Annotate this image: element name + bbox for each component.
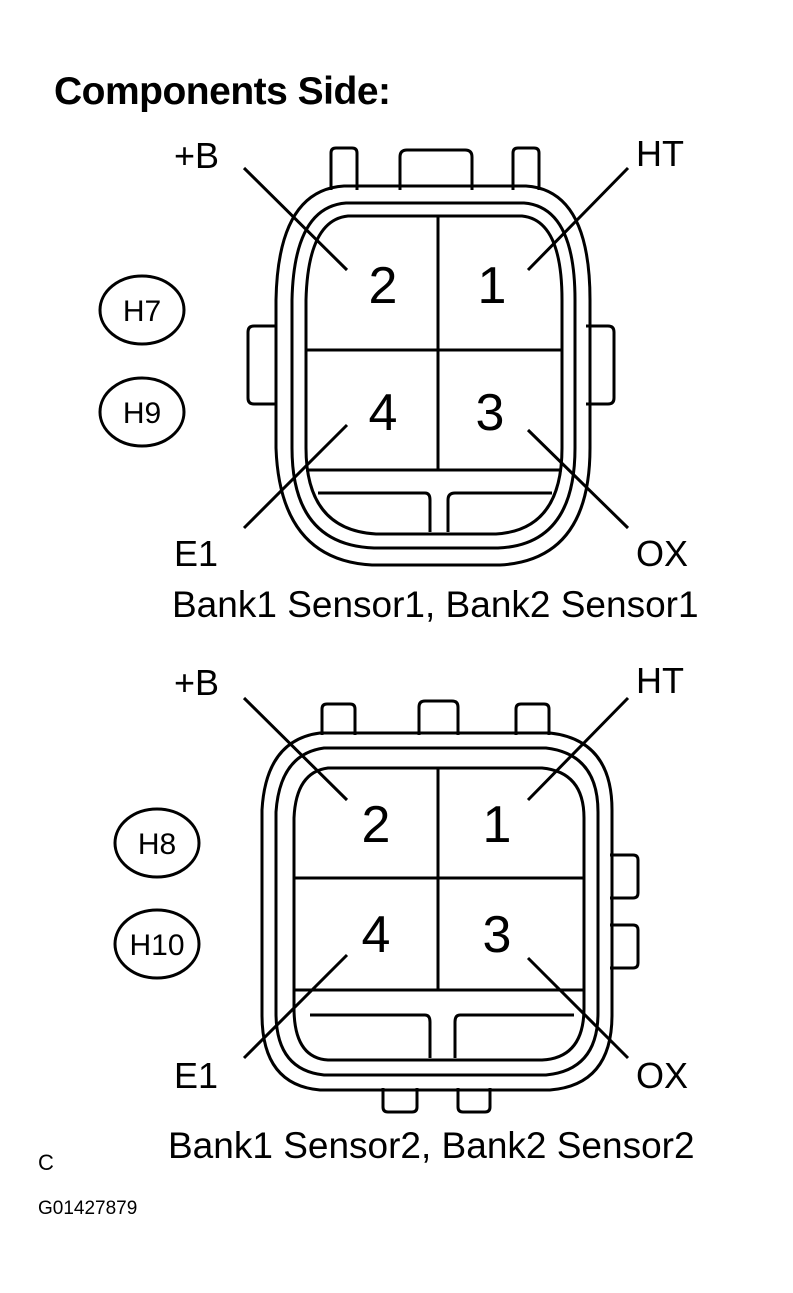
- terminal-label: HT: [636, 660, 684, 701]
- leader-line: [526, 428, 630, 530]
- terminal-label: E1: [174, 1055, 218, 1096]
- pin-number: 4: [362, 906, 391, 964]
- connector-1-housing: [246, 146, 616, 567]
- pin-number: 1: [483, 796, 512, 854]
- connector-code-oval: [98, 274, 186, 346]
- connector-code-oval: [98, 376, 186, 448]
- pin-number: 4: [369, 384, 398, 442]
- connector-code-oval: [113, 807, 201, 879]
- leader-line: [242, 166, 349, 272]
- corner-mark: C: [38, 1150, 54, 1175]
- pin-number: 2: [362, 796, 391, 854]
- connector-caption: Bank1 Sensor1, Bank2 Sensor1: [172, 584, 699, 625]
- pin-number: 1: [478, 257, 507, 315]
- leader-line: [242, 423, 349, 530]
- terminal-label: OX: [636, 533, 688, 574]
- leader-line: [242, 953, 349, 1060]
- pin-number: 3: [483, 906, 512, 964]
- pin-number: 2: [369, 257, 398, 315]
- leader-line: [526, 696, 630, 802]
- connector-code: H8: [138, 828, 176, 861]
- terminal-label: E1: [174, 533, 218, 574]
- terminal-label: OX: [636, 1055, 688, 1096]
- connector-code: H9: [123, 397, 161, 430]
- connector-caption: Bank1 Sensor2, Bank2 Sensor2: [168, 1125, 695, 1166]
- leader-line: [526, 166, 630, 272]
- connector-code-oval: [113, 908, 201, 980]
- connector-code: H7: [123, 295, 161, 328]
- pin-number: 3: [476, 384, 505, 442]
- connector-code: H10: [129, 929, 184, 962]
- terminal-label: +B: [174, 662, 219, 703]
- leader-line: [242, 696, 349, 802]
- figure-id: G01427879: [38, 1198, 138, 1219]
- connector-2-housing: [260, 699, 640, 1114]
- leader-line: [526, 956, 630, 1060]
- page-title: Components Side:: [54, 70, 391, 113]
- terminal-label: +B: [174, 135, 219, 176]
- terminal-label: HT: [636, 133, 684, 174]
